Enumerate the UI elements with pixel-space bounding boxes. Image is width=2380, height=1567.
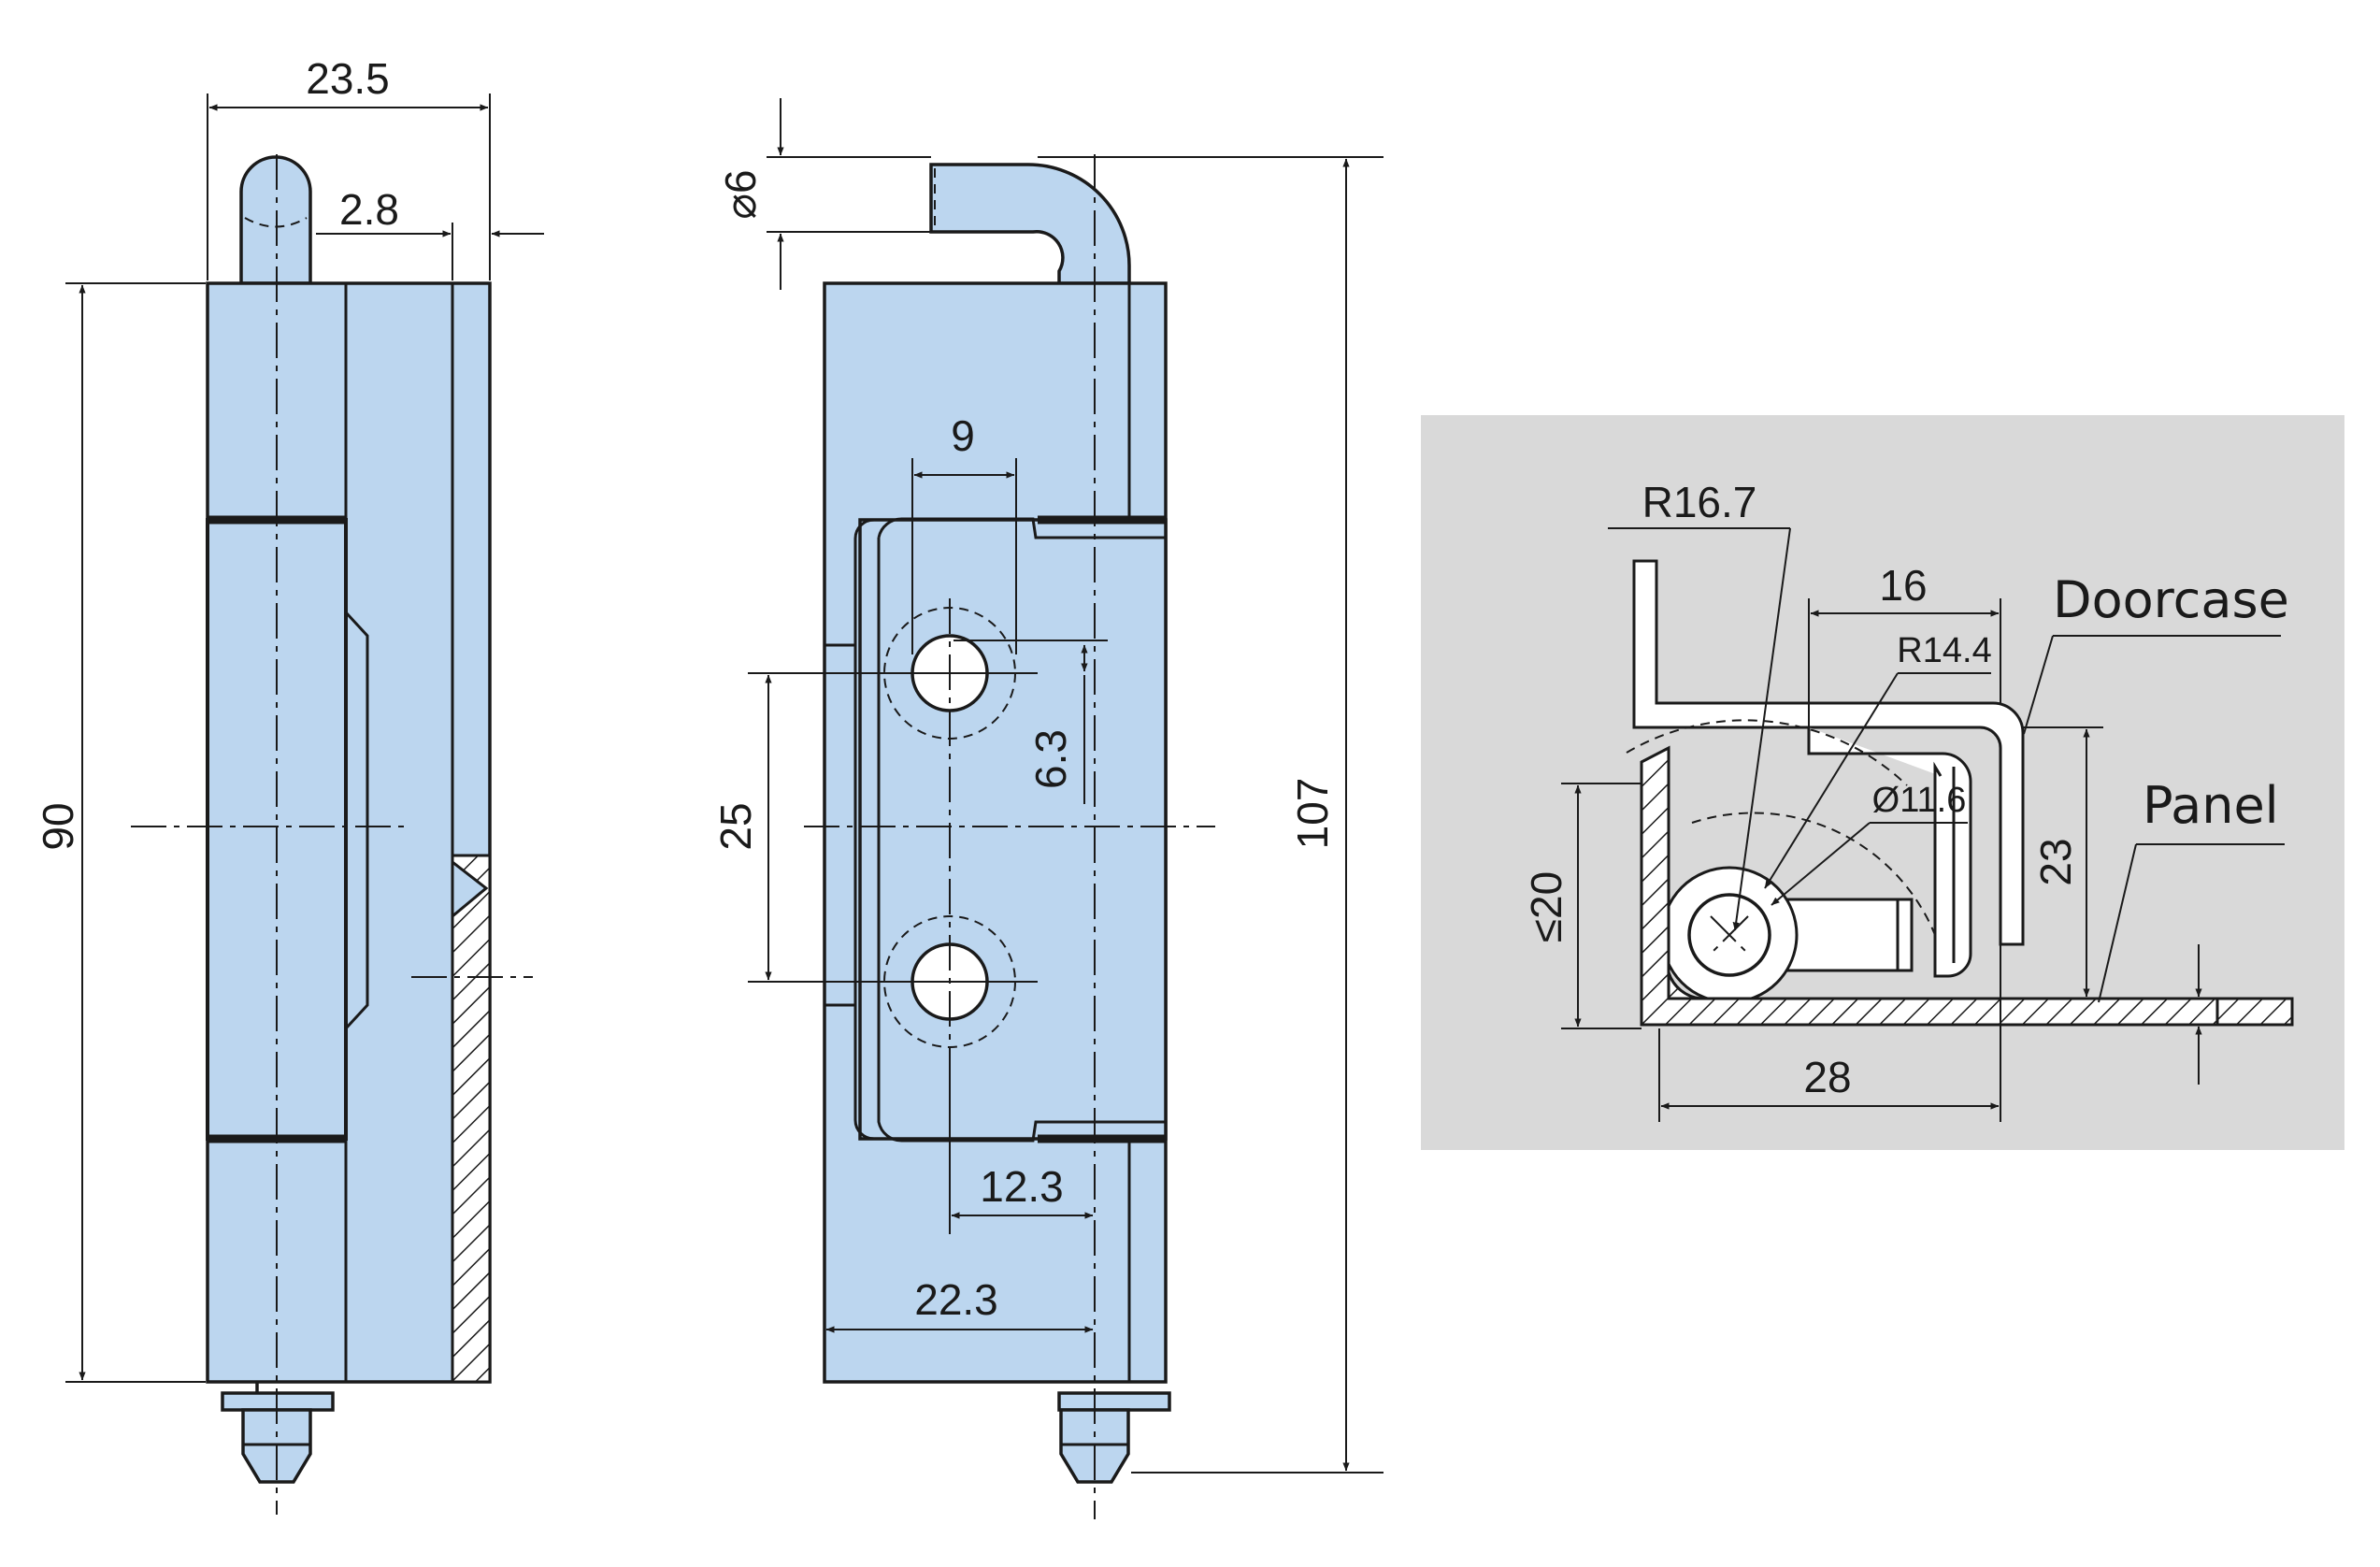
dim-23-label: 23 xyxy=(2031,838,2080,885)
front-bottom-washer xyxy=(1057,1391,1171,1412)
front-leaf-plate xyxy=(858,518,1168,1141)
dim-12.3-label: 12.3 xyxy=(980,1162,1064,1211)
hinge-pin-barrel xyxy=(1784,898,1914,972)
panel-leader xyxy=(2098,843,2137,1003)
doorcase-label: Doorcase xyxy=(2053,570,2289,629)
dim-107-label: 107 xyxy=(1288,778,1337,850)
side-hatched-panel xyxy=(451,854,492,1384)
front-l-pin xyxy=(929,163,1131,285)
installation-view: R16.7 16 R14.4 Ø11.6 ≤20 23 28 Doorcase xyxy=(1421,415,2344,1150)
front-leaf-inner-edge xyxy=(877,517,1166,1143)
knuckle-center-mark-b xyxy=(1710,915,1749,955)
dim-r14.4-label: R14.4 xyxy=(1897,631,1991,670)
swing-arc-inner xyxy=(1691,812,1936,936)
dim-25-label: 25 xyxy=(711,802,760,850)
front-view: ⌀6 9 6.3 25 12.3 22.3 107 xyxy=(711,98,1384,1519)
dim-9-label: 9 xyxy=(951,411,975,460)
r14.4-leader xyxy=(1764,672,1899,889)
r16.7-leader xyxy=(1732,527,1791,931)
panel-hatch-inner xyxy=(1667,971,1702,1000)
dim-width-label: 23.5 xyxy=(306,54,390,103)
dim-le20-label: ≤20 xyxy=(1522,871,1570,942)
dim-height-label: 90 xyxy=(34,802,82,850)
panel-label: Panel xyxy=(2143,776,2279,835)
dim-22.3-label: 22.3 xyxy=(914,1275,998,1324)
dim-28-label: 28 xyxy=(1803,1053,1851,1101)
doorcase-leader xyxy=(2023,635,2054,735)
dim-16-label: 16 xyxy=(1879,561,1927,610)
front-leaf-outer-edge xyxy=(853,518,875,1141)
side-leaf-bend xyxy=(344,611,369,1030)
doorcase-profile xyxy=(1632,559,2025,946)
dim-d11.6-label: Ø11.6 xyxy=(1872,781,1967,820)
d11.6-leader xyxy=(1771,822,1871,906)
panel-extension xyxy=(2215,997,2294,1027)
dim-6.3-label: 6.3 xyxy=(1026,729,1075,789)
dim-r16.7-label: R16.7 xyxy=(1642,478,1757,526)
side-view: 23.5 2.8 90 xyxy=(34,54,544,1515)
dim-offset-label: 2.8 xyxy=(339,185,399,234)
swing-arc-outer xyxy=(1626,719,1908,786)
dim-pin-diameter-label: ⌀6 xyxy=(716,169,765,219)
